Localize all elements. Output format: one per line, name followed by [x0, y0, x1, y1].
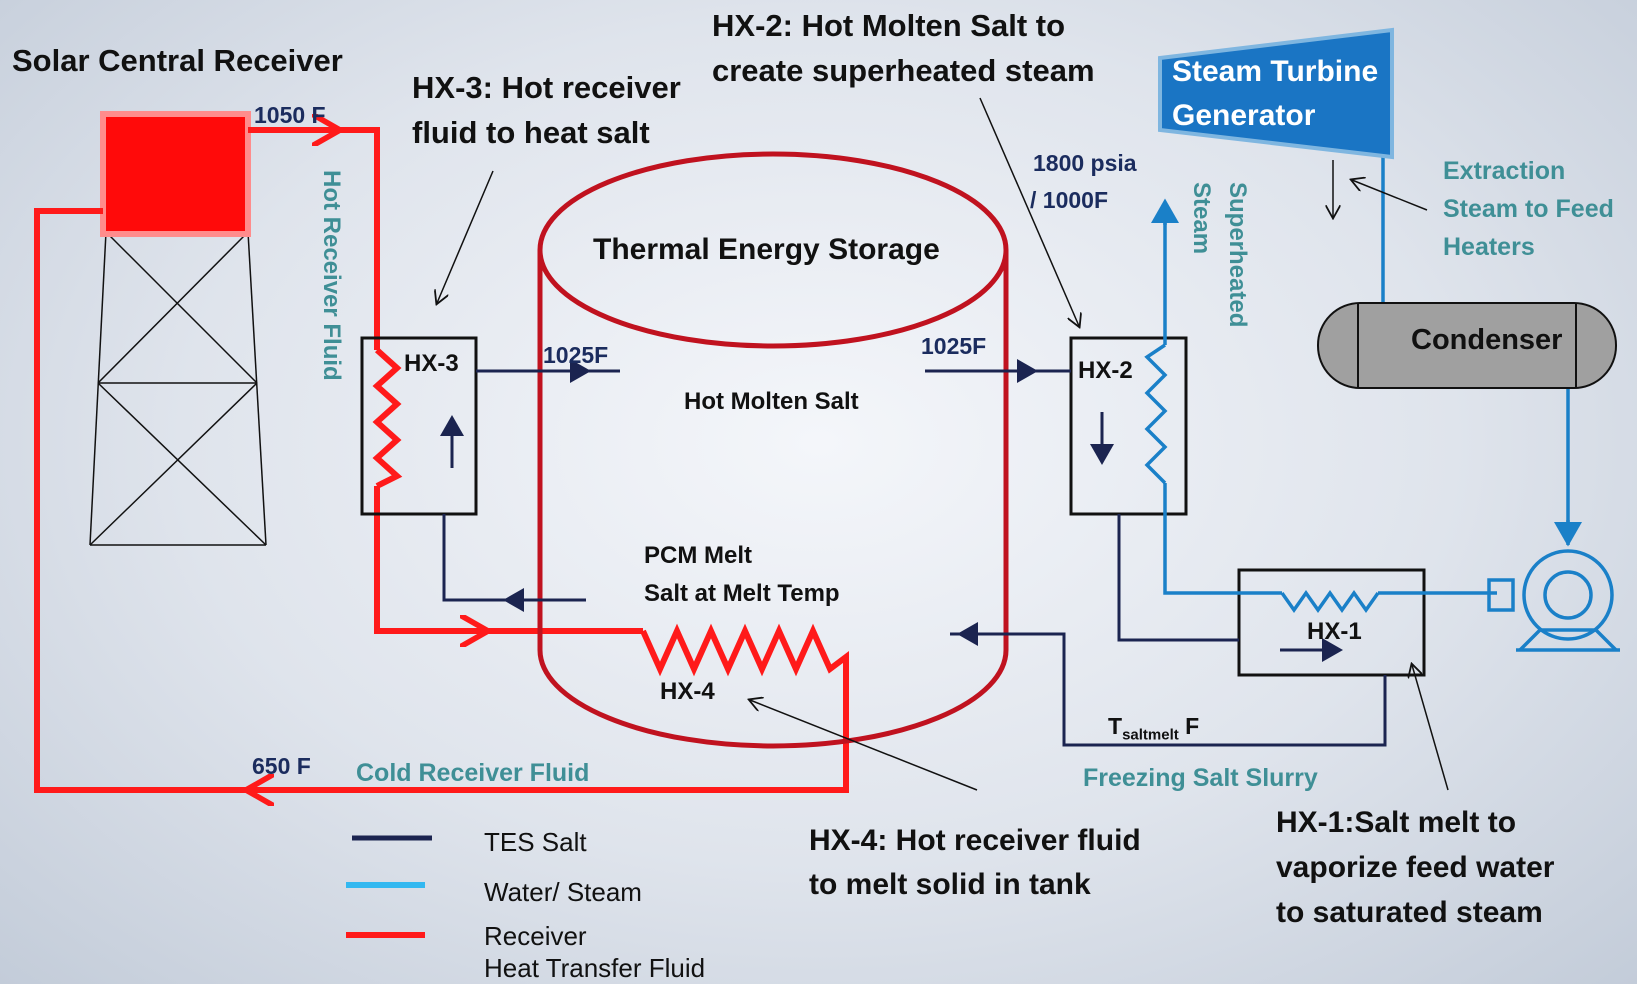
- solar-receiver: [100, 111, 251, 237]
- temp-1050: 1050 F: [254, 102, 326, 128]
- tes-salt-lines: [352, 359, 1387, 840]
- temp-1025-left: 1025F: [543, 342, 609, 368]
- tes-tank: [537, 151, 1009, 749]
- hx2-title-line1: HX-2: Hot Molten Salt to: [712, 8, 1066, 43]
- legend-water-steam: Water/ Steam: [484, 877, 642, 907]
- steam-turbine: [1158, 27, 1394, 160]
- condenser-label: Condenser: [1411, 324, 1563, 356]
- feed-pump: [1487, 549, 1620, 652]
- turbine-label-line2: Generator: [1172, 99, 1316, 132]
- hx3-label: HX-3: [404, 350, 459, 377]
- freezing-slurry-label: Freezing Salt Slurry: [1083, 764, 1318, 792]
- hx2-box: [1069, 336, 1188, 516]
- hx3-title-line1: HX-3: Hot receiver: [412, 70, 681, 105]
- hot-receiver-fluid-label: Hot Receiver Fluid: [318, 170, 345, 381]
- hx4-desc-line2: to melt solid in tank: [809, 868, 1091, 901]
- extraction-line1: Extraction: [1443, 157, 1566, 185]
- legend-receiver-line1: Receiver: [484, 921, 587, 951]
- hx1-desc-line1: HX-1:Salt melt to: [1276, 806, 1517, 839]
- turbine-label-line1: Steam Turbine: [1172, 55, 1379, 88]
- extraction-line3: Heaters: [1443, 233, 1535, 261]
- receiver-tower: [89, 231, 267, 546]
- hx1-desc-line2: vaporize feed water: [1276, 851, 1555, 884]
- callout-pointers: [437, 97, 1449, 791]
- hx1-coil: [1280, 589, 1380, 614]
- steam-label: Steam: [1188, 182, 1215, 255]
- superheated-label: Superheated: [1224, 182, 1251, 328]
- extraction-line2: Steam to Feed: [1443, 195, 1614, 223]
- hx1-box: [1237, 568, 1426, 677]
- hx4-desc-line1: HX-4: Hot receiver fluid: [809, 824, 1141, 857]
- pcm-line2: Salt at Melt Temp: [644, 580, 840, 607]
- hx3-box: [360, 336, 478, 516]
- hx2-title-line2: create superheated steam: [712, 53, 1095, 88]
- temp-1025-right: 1025F: [921, 333, 987, 359]
- hx4-label: HX-4: [660, 678, 715, 705]
- cold-receiver-fluid-label: Cold Receiver Fluid: [356, 759, 590, 787]
- hx3-coil: [372, 347, 403, 489]
- pcm-line1: PCM Melt: [644, 542, 752, 569]
- hx1-label: HX-1: [1307, 618, 1362, 645]
- tsaltmelt-label: Tsaltmelt F: [1108, 713, 1200, 744]
- hx3-title-line2: fluid to heat salt: [412, 115, 650, 150]
- pressure-line1: 1800 psia: [1033, 150, 1137, 176]
- hx1-desc-line3: to saturated steam: [1276, 896, 1543, 929]
- hx2-label: HX-2: [1078, 357, 1133, 384]
- hx4-coil: [34, 208, 849, 793]
- pressure-line2: / 1000F: [1030, 187, 1108, 213]
- receiver-fluid-loop: [34, 127, 849, 793]
- legend-receiver-line2: Heat Transfer Fluid: [484, 953, 706, 983]
- temp-650: 650 F: [252, 753, 311, 779]
- condenser: [1317, 302, 1617, 389]
- legend-tes-salt: TES Salt: [484, 827, 587, 857]
- solar-receiver-label: Solar Central Receiver: [12, 43, 343, 78]
- water-steam-lines: [1144, 155, 1582, 614]
- tes-label: Thermal Energy Storage: [593, 233, 940, 266]
- hot-salt-label: Hot Molten Salt: [684, 388, 859, 415]
